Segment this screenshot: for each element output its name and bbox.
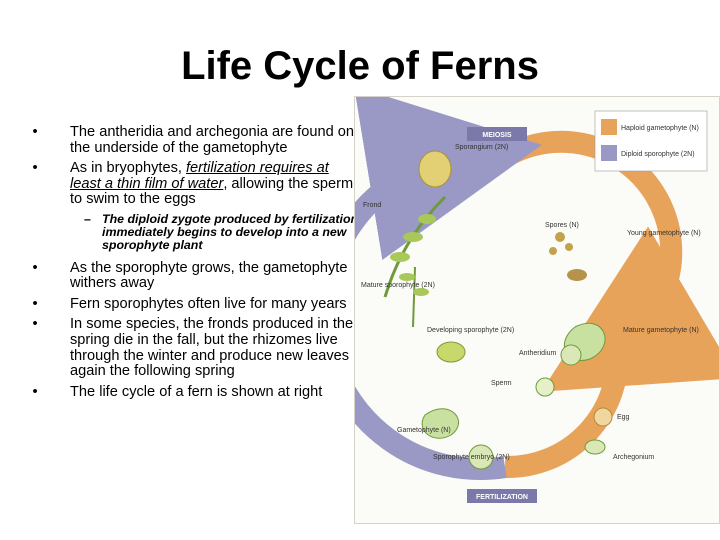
bullet-text: As in bryophytes, — [70, 160, 186, 177]
young-gametophyte-icon — [567, 269, 587, 281]
legend-haploid-label: Haploid gametophyte (N) — [621, 125, 699, 132]
bullet-text: Fern sporophytes often live for many yea… — [70, 295, 347, 312]
haploid-arc-lower — [504, 346, 629, 479]
sporangium-icon — [418, 150, 452, 188]
bullet-item: • The life cycle of a fern is shown at r… — [28, 383, 360, 401]
bullet-item: • As in bryophytes, fertilization requir… — [28, 160, 360, 208]
bullet-text: As the sporophyte grows, the gametophyte… — [70, 259, 348, 292]
fertilization-box — [467, 489, 537, 503]
life-cycle-svg: MEIOSIS FERTILIZATION Haploid gametophyt… — [355, 97, 719, 503]
fertilization-label: FERTILIZATION — [476, 494, 528, 501]
label-young-gametophyte: Young gametophyte (N) — [627, 230, 701, 237]
bullet-text: , allowing the sperm to swim to the eggs — [70, 175, 354, 208]
diploid-arc — [355, 97, 542, 480]
label-spores: Spores (N) — [545, 222, 579, 229]
bullet-item: • The antheridia and archegonia are foun… — [28, 124, 360, 156]
bullet-text: The life cycle of a fern is shown at rig… — [70, 383, 323, 400]
bullet-dot: • — [32, 160, 38, 177]
label-mature-sporophyte: Mature sporophyte (2N) — [361, 282, 435, 289]
archegonium-icon — [584, 439, 606, 455]
bullet-list: • The antheridia and archegonia are foun… — [28, 124, 360, 405]
bullet-text: In some species, the fronds produced in … — [70, 316, 354, 380]
bullet-dot: • — [32, 316, 38, 333]
label-developing-sporophyte: Developing sporophyte (2N) — [427, 327, 514, 334]
developing-sporophyte-icon — [436, 341, 466, 363]
haploid-arc — [499, 130, 719, 392]
label-archegonium: Archegonium — [613, 454, 654, 461]
fertilization-link[interactable]: fertilization requires at least a thin f… — [70, 160, 329, 192]
legend-diploid-swatch — [601, 145, 617, 161]
legend-haploid-swatch — [601, 119, 617, 135]
label-sperm: Sperm — [491, 380, 512, 387]
bullet-dot: • — [32, 295, 38, 312]
bullet-item: • Fern sporophytes often live for many y… — [28, 295, 360, 313]
fern-life-cycle-diagram: MEIOSIS FERTILIZATION Haploid gametophyt… — [354, 96, 720, 524]
bullet-dot: • — [32, 259, 38, 276]
label-frond: Frond — [363, 202, 381, 209]
sporophyte-embryo-icon — [468, 444, 494, 470]
label-mature-gametophyte: Mature gametophyte (N) — [623, 327, 699, 334]
label-egg: Egg — [617, 414, 630, 421]
egg-icon — [593, 407, 613, 427]
label-antheridium: Antheridium — [519, 350, 557, 357]
spores-icon — [555, 232, 565, 242]
bullet-dot: • — [32, 124, 38, 140]
legend-diploid-label: Diploid sporophyte (2N) — [621, 151, 695, 158]
label-sporophyte-embryo: Sporophyte embryo (2N) — [433, 454, 510, 461]
bullet-item: • As the sporophyte grows, the gametophy… — [28, 259, 360, 292]
bullet-text: The antheridia and archegonia are found … — [70, 124, 354, 156]
slide-title: Life Cycle of Ferns — [181, 44, 539, 88]
sub-bullet-text: The diploid zygote produced by fertiliza… — [102, 211, 359, 253]
bullet-item: • In some species, the fronds produced i… — [28, 317, 360, 379]
gametophyte-icon — [421, 408, 459, 439]
meiosis-label: MEIOSIS — [482, 132, 512, 139]
sperm-icon — [535, 377, 555, 397]
sub-bullet-dash: – — [84, 211, 91, 226]
bullet-dot: • — [32, 383, 38, 400]
label-gametophyte: Gametophyte (N) — [397, 427, 451, 434]
label-sporangium: Sporangium (2N) — [455, 144, 508, 151]
meiosis-box — [467, 127, 527, 141]
antheridium-icon — [560, 344, 582, 366]
sub-bullet-item: – The diploid zygote produced by fertili… — [28, 211, 360, 253]
